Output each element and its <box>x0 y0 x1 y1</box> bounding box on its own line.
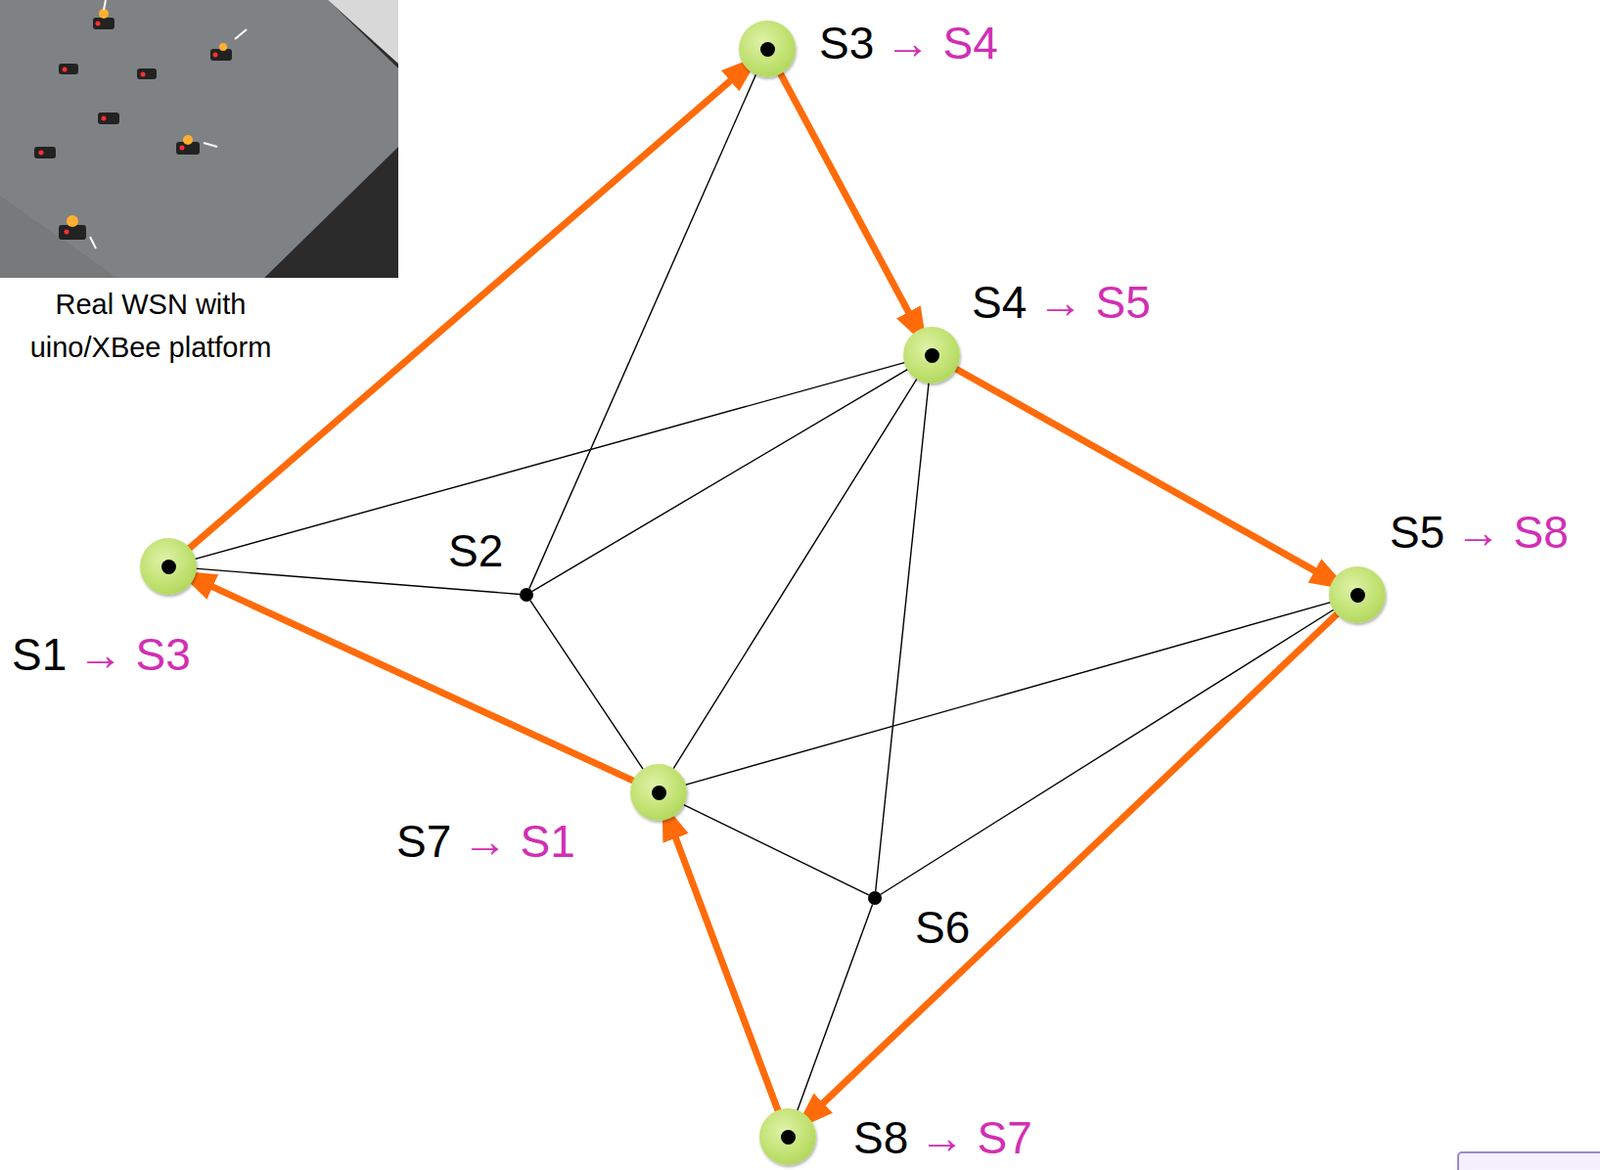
next-hop: → S3 <box>78 629 191 681</box>
node-label: S2 <box>448 528 503 574</box>
radio-link <box>880 598 1351 895</box>
sensor-node: S1→ S3 <box>139 538 197 595</box>
routing-arrow <box>177 570 652 789</box>
node-label: S6 <box>914 905 970 951</box>
node-name: S3 <box>819 17 874 69</box>
node-name: S4 <box>971 276 1027 328</box>
node-name: S6 <box>914 902 970 954</box>
routing-arrow <box>938 359 1349 591</box>
radio-link <box>665 796 869 896</box>
node-name: S8 <box>853 1112 909 1164</box>
node-label: S3→ S4 <box>819 20 999 66</box>
next-hop: → S1 <box>462 816 576 868</box>
node-name: S2 <box>448 525 503 577</box>
sensor-node: S3→ S4 <box>738 20 796 78</box>
next-hop: → S5 <box>1038 276 1151 328</box>
next-hop: → S7 <box>919 1112 1033 1164</box>
node-label: S8→ S7 <box>853 1115 1033 1161</box>
node-name: S7 <box>396 816 452 868</box>
next-hop: → S4 <box>885 17 999 69</box>
photo-caption: Real WSN with uino/XBee platform <box>3 283 298 369</box>
routing-arrow <box>662 801 786 1130</box>
routing-arrow <box>771 55 927 347</box>
node-label: S7→ S1 <box>396 819 576 865</box>
sensor-node: S2 <box>519 588 534 602</box>
node-name: S5 <box>1389 506 1445 558</box>
radio-link <box>875 363 931 892</box>
radio-link <box>666 596 1351 791</box>
node-label: S4→ S5 <box>971 279 1151 325</box>
node-label: S1→ S3 <box>11 632 191 678</box>
corner-tab <box>1458 1152 1600 1170</box>
node-label: S5→ S8 <box>1389 509 1569 555</box>
next-hop: → S8 <box>1456 506 1569 558</box>
radio-link <box>662 362 928 786</box>
sensor-node: S7→ S1 <box>630 764 687 822</box>
routing-arrow <box>174 55 760 562</box>
sensor-node: S5→ S8 <box>1328 566 1386 624</box>
node-name: S1 <box>11 629 67 681</box>
sensor-node: S8→ S7 <box>759 1108 817 1166</box>
radio-link <box>532 359 925 592</box>
routing-arrow <box>794 600 1352 1132</box>
sensor-node: S4→ S5 <box>903 326 960 384</box>
radio-link <box>529 55 765 589</box>
wsn-photo <box>0 0 399 278</box>
sensor-node: S6 <box>868 891 882 906</box>
